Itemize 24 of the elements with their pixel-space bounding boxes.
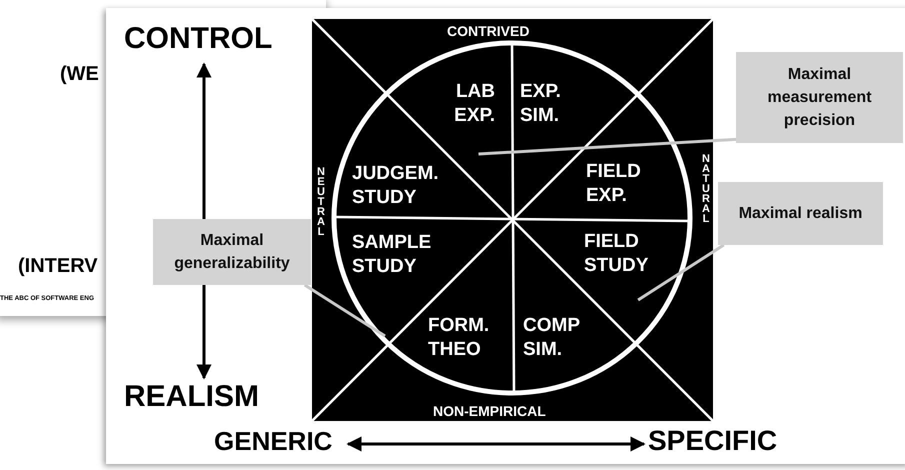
sector-label: JUDGEM. STUDY <box>352 162 452 214</box>
sector-label: EXP. SIM. <box>520 80 580 132</box>
sector-label: FORM. THEO <box>428 314 510 366</box>
side-label: NEUTRAL <box>315 166 326 236</box>
axis-label: REALISM <box>124 382 259 412</box>
side-label: CONTRIVED <box>447 24 530 38</box>
axis-label: GENERIC <box>214 428 332 454</box>
sector-label: FIELD STUDY <box>584 230 666 300</box>
leader-line <box>637 244 725 302</box>
leader-line <box>304 284 386 338</box>
callout-box: Maximal realism <box>718 182 883 245</box>
side-label: NON-EMPIRICAL <box>433 404 546 418</box>
callout-box: Maximal measurement precision <box>736 52 903 143</box>
side-label: NATURAL <box>700 153 711 223</box>
sector-label: LAB EXP. <box>440 80 495 154</box>
leader-line <box>478 138 736 156</box>
axis-label: CONTROL <box>124 24 272 54</box>
heading-fragment: (INTERV <box>18 256 98 276</box>
heading-fragment: (WE <box>60 64 99 84</box>
sector-label: SAMPLE STUDY <box>352 231 452 283</box>
axis-label: SPECIFIC <box>648 427 778 455</box>
sector-label: COMP SIM. <box>523 314 605 366</box>
sector-label: FIELD EXP. <box>586 160 666 212</box>
callout-box: Maximal generalizability <box>153 219 311 285</box>
